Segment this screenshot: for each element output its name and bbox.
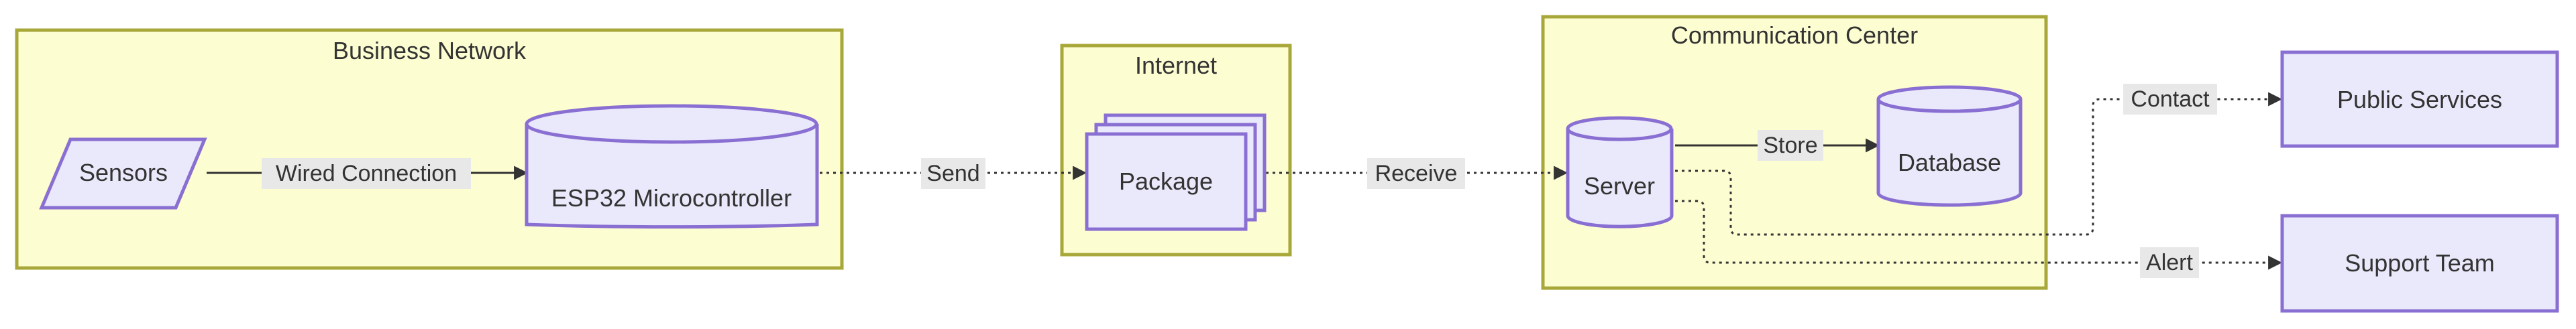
node-esp32-body [525, 124, 819, 229]
node-database-label: Database [1898, 149, 2001, 176]
node-database: Database [1876, 85, 2023, 207]
node-server-top [1566, 116, 1673, 141]
edge-label-alert: Alert [2146, 250, 2193, 275]
node-server-body [1566, 129, 1674, 228]
node-sensors: Sensors [39, 137, 207, 210]
node-support-team-shape [2280, 214, 2559, 313]
node-server-label: Server [1584, 172, 1655, 200]
node-sensors-label: Sensors [79, 159, 168, 186]
node-public-services-label: Public Services [2337, 86, 2502, 113]
group-internet-title: Internet [1135, 52, 1217, 79]
node-sensors-shape [39, 137, 207, 210]
edge-label-receive: Receive [1375, 161, 1458, 186]
edge-labels: Wired Connection Send Receive Store Cont… [262, 84, 2217, 278]
edge-label-store: Store [1763, 133, 1817, 158]
node-support-team-label: Support Team [2345, 249, 2494, 277]
node-database-top [1876, 85, 2023, 113]
node-support-team: Support Team [2280, 214, 2559, 313]
edge-label-send: Send [926, 161, 979, 186]
edge-label-contact: Contact [2131, 86, 2210, 112]
edge-label-wired-connection: Wired Connection [276, 161, 457, 186]
node-esp32-top [525, 104, 818, 144]
node-esp32: ESP32 Microcontroller [525, 104, 819, 229]
node-package-label: Package [1119, 168, 1213, 195]
node-database-body [1876, 99, 2023, 207]
node-public-services-shape [2280, 50, 2559, 148]
edge-contact [1675, 92, 2283, 236]
group-business-network-title: Business Network [333, 37, 527, 64]
node-server: Server [1566, 116, 1674, 228]
group-communication-center-title: Communication Center [1671, 21, 1918, 49]
node-esp32-label: ESP32 Microcontroller [551, 184, 792, 212]
node-package: Package [1085, 113, 1267, 231]
edge-alert [1675, 200, 2283, 270]
node-package-layer-front [1085, 132, 1248, 231]
node-public-services: Public Services [2280, 50, 2559, 148]
